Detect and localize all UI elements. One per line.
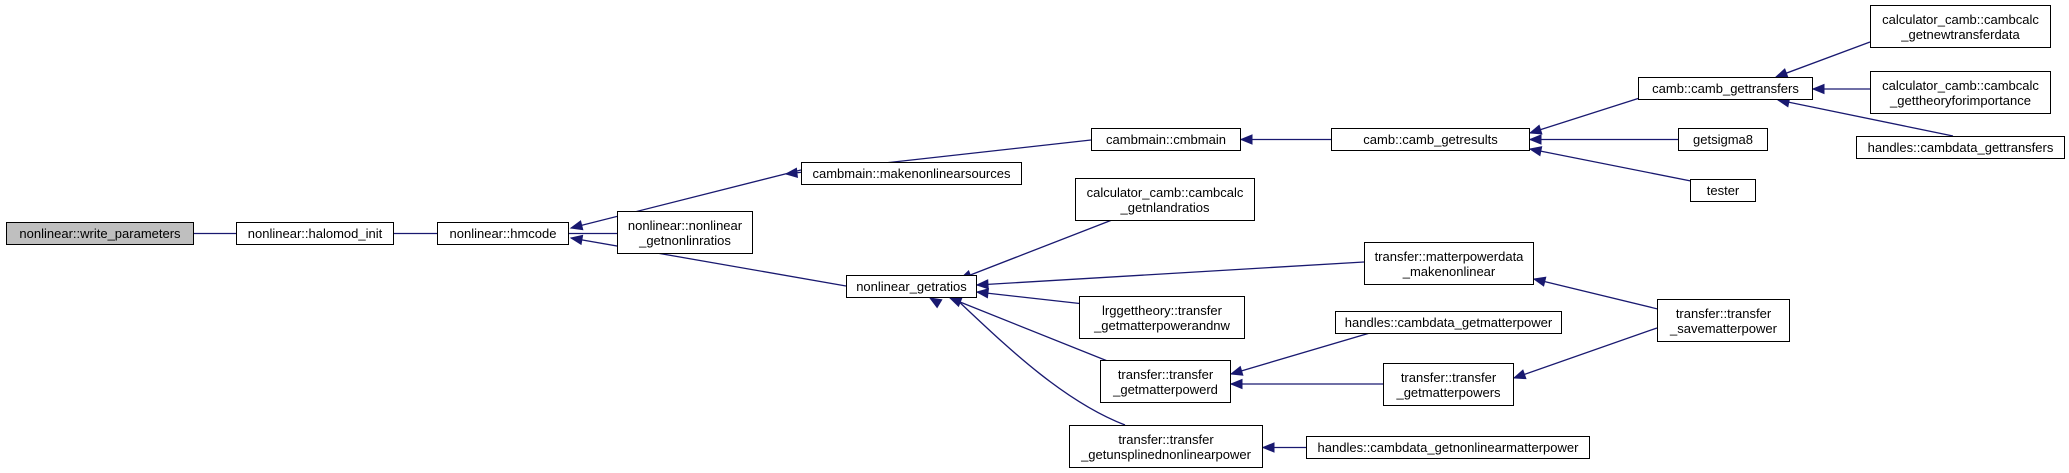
node-camb-gettransfers[interactable]: camb::camb_gettransfers: [1638, 77, 1813, 100]
node-label-line: _makenonlinear: [1402, 263, 1496, 279]
node-label-line: handles::cambdata_getnonlinearmatterpowe…: [1317, 440, 1579, 455]
node-label-line: transfer::transfer: [1675, 305, 1772, 321]
edge-arrowhead: [569, 234, 584, 246]
node-label-line: nonlinear::write_parameters: [19, 226, 181, 241]
edge-arrowhead: [1528, 124, 1543, 135]
node-label-line: transfer::transfer: [1117, 366, 1214, 382]
call-edge: [1533, 278, 1667, 312]
node-label-line: _getnonlinratios: [639, 232, 731, 248]
edge-arrowhead: [1229, 378, 1243, 390]
node-makenonlinearsources[interactable]: cambmain::makenonlinearsources: [801, 162, 1022, 185]
node-label-line: nonlinear::nonlinear: [627, 217, 743, 233]
node-label-line: camb::camb_gettransfers: [1652, 81, 1799, 96]
node-label-line: nonlinear::hmcode: [449, 226, 557, 241]
node-getsigma8[interactable]: getsigma8: [1678, 128, 1768, 151]
edge-arrowhead: [928, 297, 943, 309]
node-hmcode[interactable]: nonlinear::hmcode: [437, 222, 569, 245]
node-label-line: _getmatterpowerd: [1113, 381, 1218, 397]
node-handles-getmatterpower[interactable]: handles::cambdata_getmatterpower: [1335, 311, 1562, 334]
call-edge: [1529, 148, 1707, 185]
node-label-line: _getmatterpowerandnw: [1094, 317, 1230, 333]
edge-arrowhead: [1239, 134, 1253, 145]
node-label-line: transfer::transfer: [1400, 369, 1497, 385]
node-getmatterpowerd[interactable]: transfer::transfer_getmatterpowerd: [1100, 360, 1231, 403]
node-mpd-makenonlinear[interactable]: transfer::matterpowerdata_makenonlinear: [1364, 242, 1534, 285]
node-label-line: nonlinear::halomod_init: [247, 226, 383, 241]
node-label-line: calculator_camb::cambcalc: [1882, 77, 2039, 93]
edge-arrowhead: [1528, 146, 1543, 157]
node-label-line: transfer::transfer: [1118, 431, 1214, 447]
edge-arrowhead: [1811, 83, 1825, 95]
node-label-line: getsigma8: [1693, 132, 1753, 147]
edge-arrowhead: [784, 167, 799, 178]
node-getunsplined[interactable]: transfer::transfer_getunsplinednonlinear…: [1069, 425, 1263, 468]
node-tester[interactable]: tester: [1690, 179, 1756, 202]
edge-arrowhead: [1532, 276, 1547, 287]
node-label-line: cambmain::makenonlinearsources: [812, 166, 1011, 181]
node-label-line: calculator_camb::cambcalc: [1882, 11, 2039, 27]
call-edge: [976, 261, 1365, 286]
node-handles-getnonlinear[interactable]: handles::cambdata_getnonlinearmatterpowe…: [1306, 436, 1590, 459]
edge-arrowhead: [1528, 134, 1542, 145]
edge-arrowhead: [1512, 369, 1527, 380]
edge-arrowhead: [975, 279, 989, 290]
call-edge: [1513, 327, 1658, 379]
node-getnonlinratios[interactable]: nonlinear::nonlinear_getnonlinratios: [617, 211, 753, 254]
node-getnlandratios[interactable]: calculator_camb::cambcalc_getnlandratios: [1075, 178, 1255, 221]
call-edge: [949, 297, 1121, 367]
node-nonlinear-getratios[interactable]: nonlinear_getratios: [846, 275, 977, 298]
node-label-line: handles::cambdata_gettransfers: [1867, 140, 2054, 155]
node-savematterpower[interactable]: transfer::transfer_savematterpower: [1657, 299, 1790, 342]
call-edge: [1777, 99, 1954, 137]
node-label-line: nonlinear_getratios: [856, 279, 967, 294]
node-label-line: _gettheoryforimportance: [1890, 92, 2031, 108]
node-label-line: _getunsplinednonlinearpower: [1081, 446, 1251, 462]
call-edge: [570, 169, 802, 229]
edge-arrowhead: [1229, 365, 1244, 376]
node-halomod-init[interactable]: nonlinear::halomod_init: [236, 222, 394, 245]
node-getnewtransferdata[interactable]: calculator_camb::cambcalc_getnewtransfer…: [1870, 5, 2051, 48]
node-lrgg-transfer[interactable]: lrggettheory::transfer_getmatterpowerand…: [1079, 296, 1245, 339]
node-label-line: transfer::matterpowerdata: [1374, 248, 1524, 264]
node-label-line: _getnewtransferdata: [1901, 26, 2020, 42]
node-label-line: tester: [1706, 183, 1740, 198]
edge-arrowhead: [975, 288, 990, 299]
node-write-parameters: nonlinear::write_parameters: [6, 222, 194, 245]
node-label-line: lrggettheory::transfer: [1102, 302, 1222, 318]
edge-arrowhead: [1261, 442, 1275, 453]
node-label-line: handles::cambdata_getmatterpower: [1344, 315, 1553, 330]
call-edge: [1775, 41, 1871, 78]
node-getmatterpowers[interactable]: transfer::transfer_getmatterpowers: [1383, 363, 1514, 406]
node-handles-gettransfers[interactable]: handles::cambdata_gettransfers: [1856, 136, 2065, 159]
call-edge: [954, 297, 1126, 426]
node-label-line: _getnlandratios: [1120, 199, 1210, 215]
edge-arrowhead: [569, 220, 584, 231]
node-cmbmain[interactable]: cambmain::cmbmain: [1091, 128, 1241, 151]
call-edge: [959, 219, 1113, 280]
node-label-line: _getmatterpowers: [1396, 384, 1501, 400]
call-edge: [570, 237, 847, 287]
node-label-line: cambmain::cmbmain: [1106, 132, 1226, 147]
node-label-line: calculator_camb::cambcalc: [1086, 184, 1244, 200]
node-gettheoryforimportance[interactable]: calculator_camb::cambcalc_gettheoryforim…: [1870, 71, 2051, 114]
node-camb-getresults[interactable]: camb::camb_getresults: [1331, 128, 1530, 151]
node-label-line: _savematterpower: [1670, 320, 1777, 336]
node-label-line: camb::camb_getresults: [1363, 132, 1498, 147]
